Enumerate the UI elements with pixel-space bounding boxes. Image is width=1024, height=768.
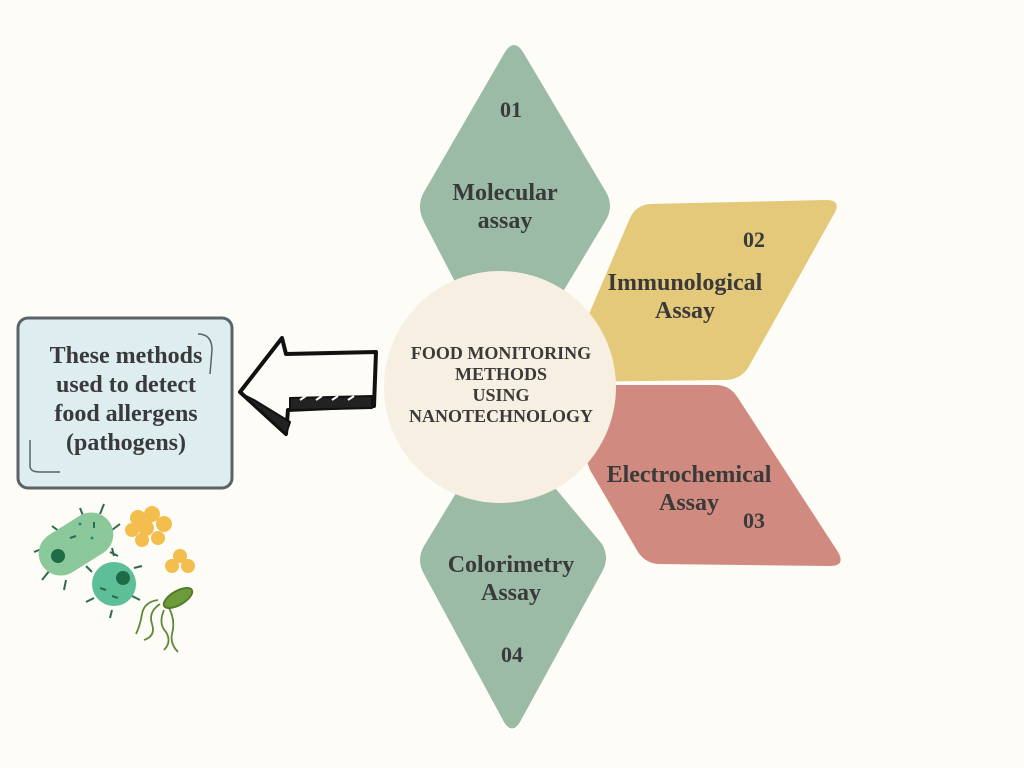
note-line: food allergens xyxy=(54,401,198,427)
center-circle xyxy=(384,271,616,503)
petal-immunological-assay xyxy=(560,200,837,382)
note-text: These methods used to detect food allerg… xyxy=(22,342,230,458)
method-label-electrochemical: Electrochemical Assay xyxy=(596,462,782,517)
method-number-02: 02 xyxy=(743,227,765,252)
petal-electrochemical-assay xyxy=(560,385,841,566)
label-line: Assay xyxy=(658,489,719,516)
label-line: Colorimetry xyxy=(447,552,575,578)
note-line: used to detect xyxy=(56,372,196,398)
label-line: Electrochemical xyxy=(606,462,772,488)
center-title-line: NANOTECHNOLOGY xyxy=(408,406,594,426)
note-line: (pathogens) xyxy=(65,430,186,456)
method-label-colorimetry: Colorimetry Assay xyxy=(436,552,586,607)
note-line: These methods xyxy=(49,343,203,369)
cocci-bacterium-icon xyxy=(85,547,143,619)
arrow-left-icon xyxy=(238,336,378,436)
label-line: Immunological xyxy=(607,270,763,296)
label-line: assay xyxy=(477,207,533,234)
yellow-cluster-icon xyxy=(125,506,195,573)
method-number-01: 01 xyxy=(500,97,522,122)
center-title-line: USING xyxy=(472,385,530,405)
pathogens-illustration xyxy=(33,503,195,653)
label-line: Assay xyxy=(480,579,541,606)
flagellated-bacterium-icon xyxy=(135,587,194,653)
rod-bacterium-icon xyxy=(33,503,121,591)
label-line: Assay xyxy=(654,297,715,324)
petal-colorimetry-assay xyxy=(420,470,606,729)
label-line: Molecular xyxy=(452,180,558,206)
method-label-molecular: Molecular assay xyxy=(430,180,580,235)
center-title-line: FOOD MONITORING xyxy=(410,343,592,363)
method-number-03: 03 xyxy=(743,508,765,533)
note-box xyxy=(16,316,234,490)
center-title-line: METHODS xyxy=(454,364,547,384)
method-number-04: 04 xyxy=(501,642,523,667)
center-title: FOOD MONITORING METHODS USING NANOTECHNO… xyxy=(388,343,614,427)
petal-molecular-assay xyxy=(420,45,610,330)
method-label-immunological: Immunological Assay xyxy=(592,270,778,325)
